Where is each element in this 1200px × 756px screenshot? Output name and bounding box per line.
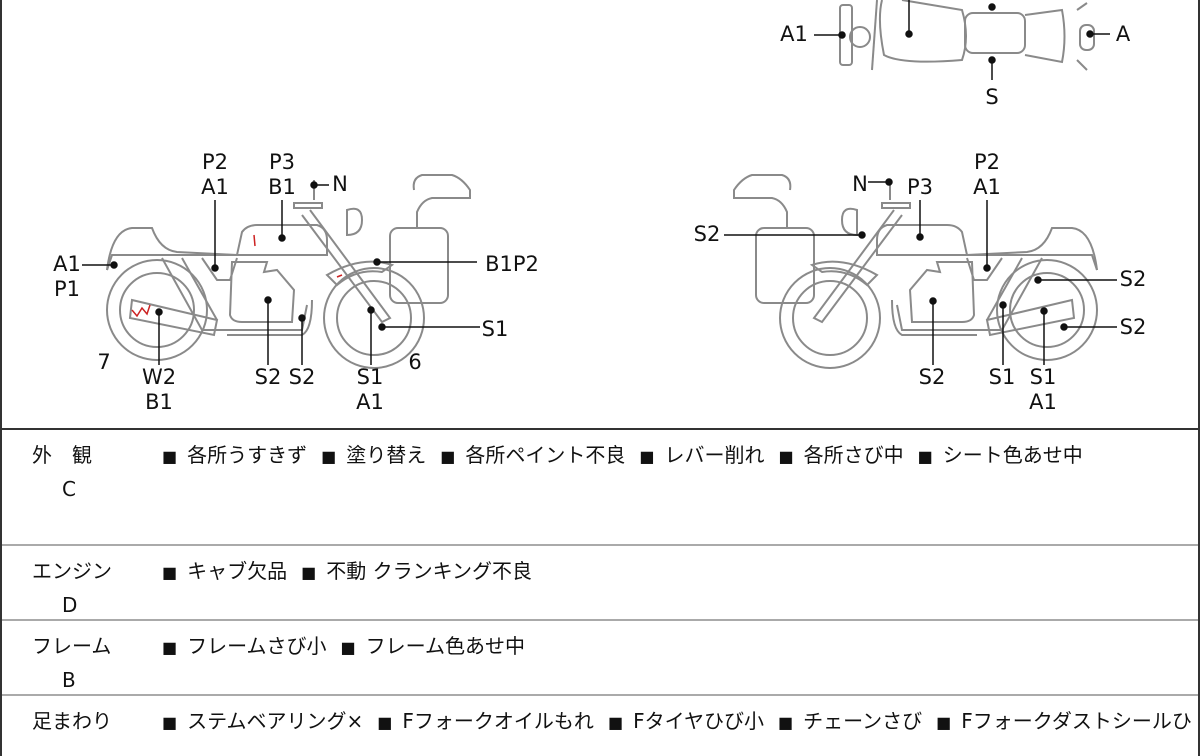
right-label: S2 xyxy=(693,222,721,246)
condition-item: チェーンさび xyxy=(778,709,922,733)
top-label: S xyxy=(985,85,999,109)
condition-item: Fフォークオイルもれ xyxy=(377,709,594,733)
condition-item: キャブ欠品 xyxy=(162,559,287,583)
right-label: S2 xyxy=(1119,267,1147,291)
condition-item: 各所うすきず xyxy=(162,443,307,467)
right-label: S1 xyxy=(1029,365,1057,389)
left-label: S2 xyxy=(288,365,316,389)
section-grade: C xyxy=(62,477,76,501)
right-label: S2 xyxy=(918,365,946,389)
condition-item: Fフォークダストシールひ xyxy=(936,709,1192,733)
left-label: S2 xyxy=(254,365,282,389)
leader-lines xyxy=(82,0,1117,365)
condition-item: 不動 クランキング不良 xyxy=(301,559,532,583)
right-label: S2 xyxy=(1119,315,1147,339)
section-title: エンジン xyxy=(32,559,112,583)
condition-item: ステムベアリング× xyxy=(162,709,363,733)
left-label: A1 xyxy=(53,252,81,276)
left-label: P1 xyxy=(53,277,81,301)
left-label: A1 xyxy=(201,175,229,199)
right-label: A1 xyxy=(973,175,1001,199)
damage-marks xyxy=(131,234,343,318)
left-label: W2 xyxy=(141,365,177,389)
condition-item: Fタイヤひび小 xyxy=(608,709,764,733)
left-label: P3 xyxy=(268,150,296,174)
top-label: A1 xyxy=(780,22,808,46)
section-grade: D xyxy=(62,593,78,617)
section-title: 外 観 xyxy=(32,443,92,467)
condition-item: フレーム色あせ中 xyxy=(341,634,526,658)
left-label: 7 xyxy=(97,350,111,374)
right-label: P2 xyxy=(973,150,1001,174)
condition-item: フレームさび小 xyxy=(162,634,327,658)
condition-item: シート色あせ中 xyxy=(918,443,1083,467)
section-title: フレーム xyxy=(32,634,112,658)
left-label: N xyxy=(332,172,348,196)
section-exterior: 外 観 C 各所うすきず塗り替え各所ペイント不良レバー削れ各所さび中シート色あせ中 xyxy=(2,430,1198,546)
right-label: P3 xyxy=(906,175,934,199)
left-label: P2 xyxy=(201,150,229,174)
right-side-bike xyxy=(733,174,1098,369)
section-suspension: 足まわり ステムベアリング× Fフォークオイルもれ Fタイヤひび小チェーンさび Fフォ… xyxy=(2,696,1198,756)
top-view-bike xyxy=(839,0,1095,71)
condition-table: 外 観 C 各所うすきず塗り替え各所ペイント不良レバー削れ各所さび中シート色あせ中… xyxy=(0,430,1200,756)
section-engine: エンジン D キャブ欠品不動 クランキング不良 xyxy=(2,546,1198,621)
condition-diagram: A1 A S P2 A1 P3 B1 N A1 P1 B1P2 S1 7 W2 … xyxy=(0,0,1200,430)
section-grade: B xyxy=(62,668,76,692)
left-label: B1P2 xyxy=(485,252,539,276)
condition-item: 各所さび中 xyxy=(779,443,904,467)
left-label: B1 xyxy=(268,175,296,199)
left-side-bike xyxy=(106,174,471,369)
right-label: A1 xyxy=(1029,390,1057,414)
section-frame: フレーム B フレームさび小フレーム色あせ中 xyxy=(2,621,1198,696)
condition-item: 各所ペイント不良 xyxy=(440,443,625,467)
left-label: B1 xyxy=(145,390,173,414)
condition-item: 塗り替え xyxy=(321,443,426,467)
left-label: S1 xyxy=(356,365,384,389)
section-title: 足まわり xyxy=(32,709,112,733)
left-label: A1 xyxy=(356,390,384,414)
top-label: A xyxy=(1115,22,1131,46)
motorcycle-illustrations xyxy=(82,0,1117,369)
condition-item: レバー削れ xyxy=(639,443,764,467)
right-label: N xyxy=(852,172,868,196)
left-label: 6 xyxy=(408,350,422,374)
right-label: S1 xyxy=(988,365,1016,389)
left-label: S1 xyxy=(481,317,509,341)
